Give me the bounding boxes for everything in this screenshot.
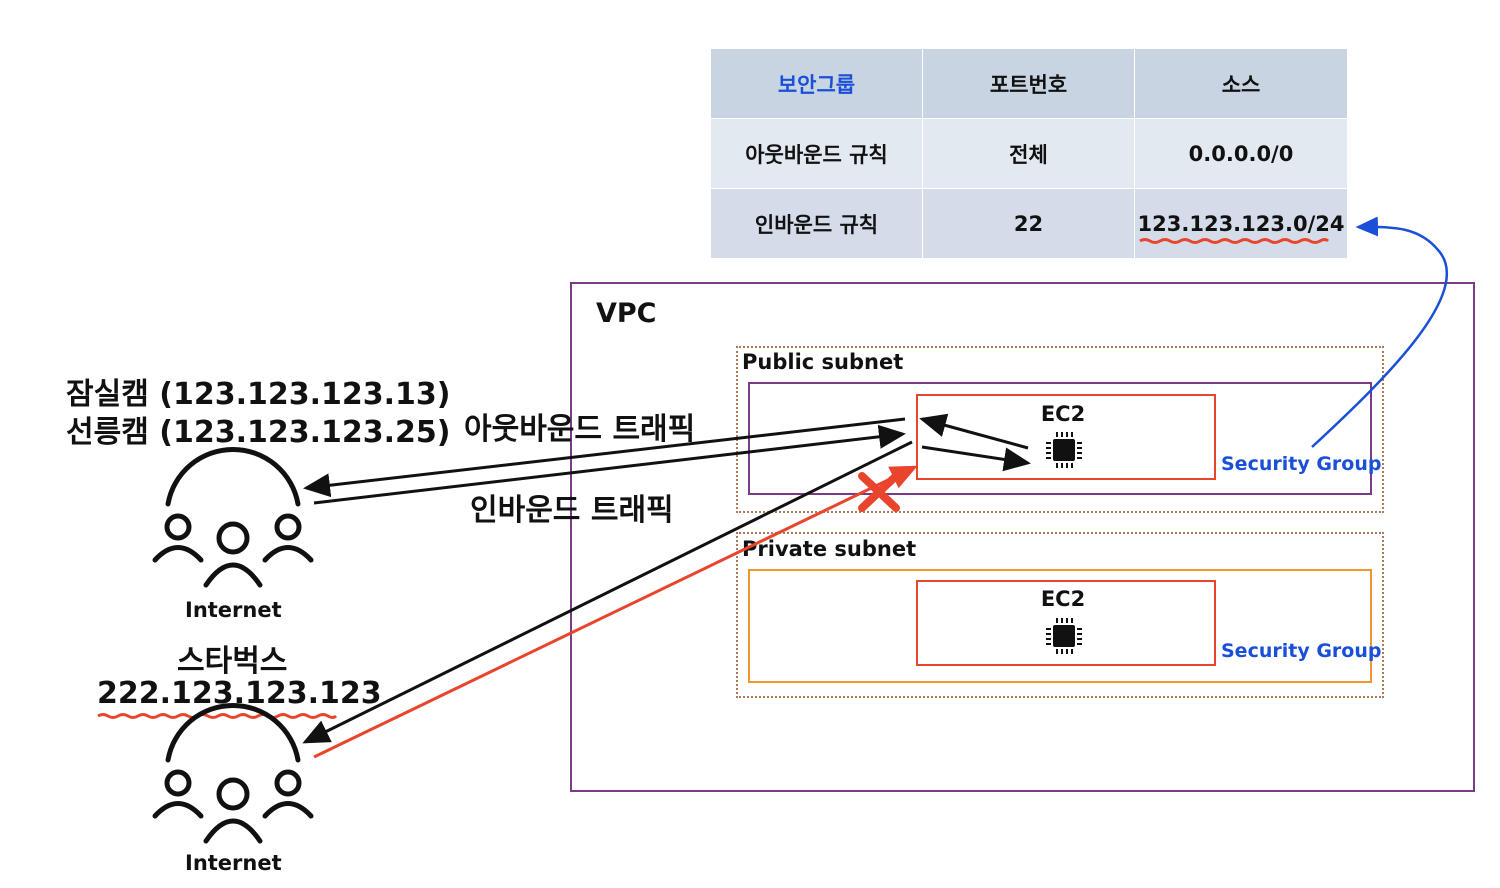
table-row: 인바운드 규칙 22 123.123.123.0/24 [710,188,1348,259]
public-security-group-label: Security Group [1221,453,1382,475]
source-highlight-underline [1139,238,1330,244]
table-header-port: 포트번호 [921,48,1136,119]
table-cell-rule: 인바운드 규칙 [710,188,923,259]
private-subnet-boundary [736,532,1384,698]
blocked-user-name: 스타벅스 [177,644,288,679]
public-subnet-boundary [736,346,1384,513]
private-ec2-instance [916,580,1216,666]
ec2-outbound-arrow [919,413,1029,450]
ec2-inbound-arrow [921,445,1031,472]
blocked-inbound-arrow [313,465,918,759]
public-ec2-label: EC2 [1040,402,1086,426]
cpu-chip-icon [1046,618,1082,654]
allowed-user-ip-line2: 선릉캠 (123.123.123.25) [66,415,451,450]
private-ec2-label: EC2 [1040,587,1086,611]
security-group-reference-arrow [1311,216,1449,448]
users-group-icon [152,446,314,588]
table-cell-port: 22 [921,188,1136,259]
public-subnet-label: Public subnet [742,350,904,374]
vpc-boundary [570,282,1475,792]
vpc-label: VPC [596,298,657,329]
inbound-traffic-arrow [313,424,906,505]
blocked-x-icon [858,472,900,512]
inbound-traffic-label: 인바운드 트래픽 [470,493,674,528]
users-group-icon [152,702,314,844]
table-cell-source: 123.123.123.0/24 [1134,188,1348,259]
outbound-to-blocked-arrow [302,440,913,744]
table-cell-source: 0.0.0.0/0 [1134,118,1348,189]
private-security-group-label: Security Group [1221,640,1382,662]
blocked-ip-underline [97,713,338,719]
table-cell-port: 전체 [921,118,1136,189]
allowed-user-ip-line1: 잠실캠 (123.123.123.13) [66,377,451,412]
blocked-internet-label: Internet [185,851,282,875]
private-security-group-boundary [748,569,1372,683]
public-security-group-boundary [748,382,1372,495]
security-group-table: 보안그룹 포트번호 소스 아웃바운드 규칙 전체 0.0.0.0/0 인바운드 … [710,48,1348,259]
table-header-row: 보안그룹 포트번호 소스 [710,48,1348,119]
table-header-security-group: 보안그룹 [710,48,923,119]
outbound-traffic-label: 아웃바운드 트래픽 [464,412,696,447]
private-subnet-label: Private subnet [742,537,917,561]
allowed-internet-label: Internet [185,598,282,622]
cpu-chip-icon [1046,432,1082,468]
table-header-source: 소스 [1134,48,1348,119]
public-ec2-instance [916,394,1216,480]
outbound-traffic-arrow [303,417,906,498]
